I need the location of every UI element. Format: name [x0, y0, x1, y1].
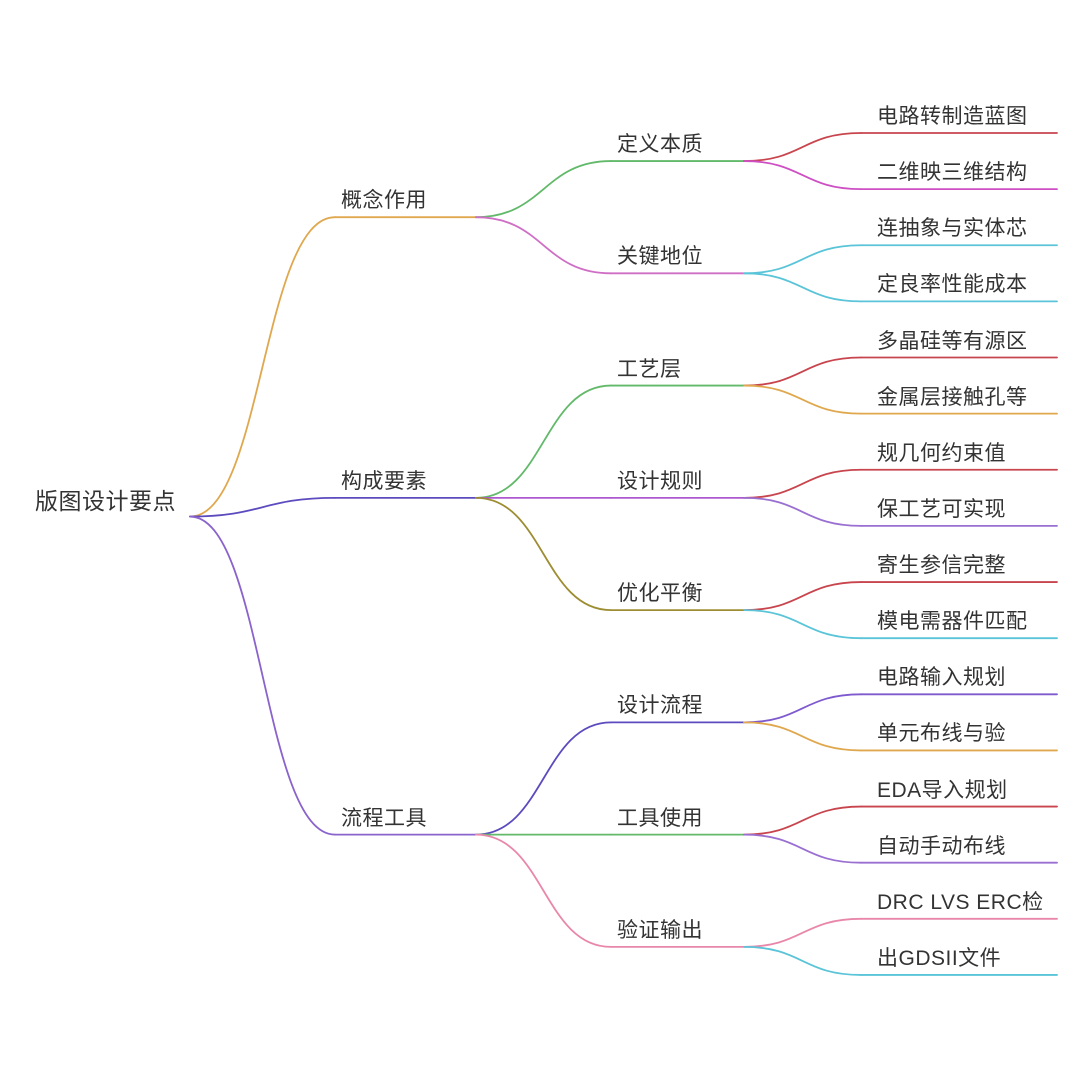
link-line: [743, 356, 862, 387]
leaf-node-label[interactable]: 连抽象与实体芯: [877, 217, 1028, 241]
link-line: [743, 945, 862, 976]
branch-node-label[interactable]: 优化平衡: [617, 582, 703, 606]
branch-node-label[interactable]: 关键地位: [617, 245, 703, 269]
branch-node-label[interactable]: 工具使用: [617, 806, 703, 830]
leaf-node-label[interactable]: 金属层接触孔等: [877, 385, 1028, 409]
link-line: [743, 609, 862, 640]
branch-node-label[interactable]: 概念作用: [341, 189, 427, 213]
link-line: [743, 581, 862, 612]
branch-node-label[interactable]: 工艺层: [617, 357, 682, 381]
link-line: [743, 160, 862, 191]
link-line: [743, 917, 862, 948]
link-line: [189, 515, 336, 836]
link-line: [475, 496, 612, 612]
link-line: [743, 244, 862, 275]
leaf-node-label[interactable]: 多晶硅等有源区: [877, 329, 1028, 353]
branch-node-label[interactable]: 构成要素: [341, 469, 427, 493]
link-line: [189, 216, 336, 518]
root-node-label[interactable]: 版图设计要点: [35, 487, 176, 514]
leaf-node-label[interactable]: 单元布线与验: [877, 722, 1006, 746]
link-line: [475, 833, 612, 948]
link-line: [743, 132, 862, 162]
leaf-node-label[interactable]: 自动手动布线: [877, 834, 1006, 858]
link-line: [475, 216, 612, 275]
leaf-node-label[interactable]: 寄生参信完整: [877, 554, 1006, 578]
branch-node-label[interactable]: 设计流程: [617, 694, 703, 718]
leaf-node-label[interactable]: 模电需器件匹配: [877, 610, 1028, 634]
leaf-node-label[interactable]: 二维映三维结构: [877, 161, 1028, 185]
leaf-node-label[interactable]: 出GDSII文件: [877, 946, 1002, 970]
link-line: [743, 384, 862, 415]
link-line: [743, 468, 862, 499]
leaf-node-label[interactable]: 保工艺可实现: [877, 497, 1006, 521]
link-line: [475, 160, 612, 219]
link-line: [743, 805, 862, 836]
branch-node-label[interactable]: 定义本质: [617, 133, 703, 157]
leaf-node-label[interactable]: EDA导入规划: [877, 778, 1008, 802]
link-line: [743, 272, 862, 303]
leaf-node-label[interactable]: 定良率性能成本: [877, 273, 1028, 297]
link-line: [475, 384, 612, 499]
branch-node-label[interactable]: 验证输出: [617, 918, 703, 942]
link-line: [743, 721, 862, 752]
branch-node-label[interactable]: 设计规则: [617, 469, 703, 493]
leaf-node-label[interactable]: 规几何约束值: [877, 441, 1006, 465]
branch-node-label[interactable]: 流程工具: [341, 806, 427, 830]
link-line: [189, 496, 336, 518]
leaf-node-label[interactable]: 电路转制造蓝图: [877, 105, 1028, 128]
link-line: [743, 496, 862, 527]
link-line: [475, 721, 612, 836]
link-line: [743, 833, 862, 864]
leaf-node-label[interactable]: DRC LVS ERC检: [877, 890, 1044, 914]
link-line: [743, 693, 862, 724]
leaf-node-label[interactable]: 电路输入规划: [877, 666, 1006, 690]
